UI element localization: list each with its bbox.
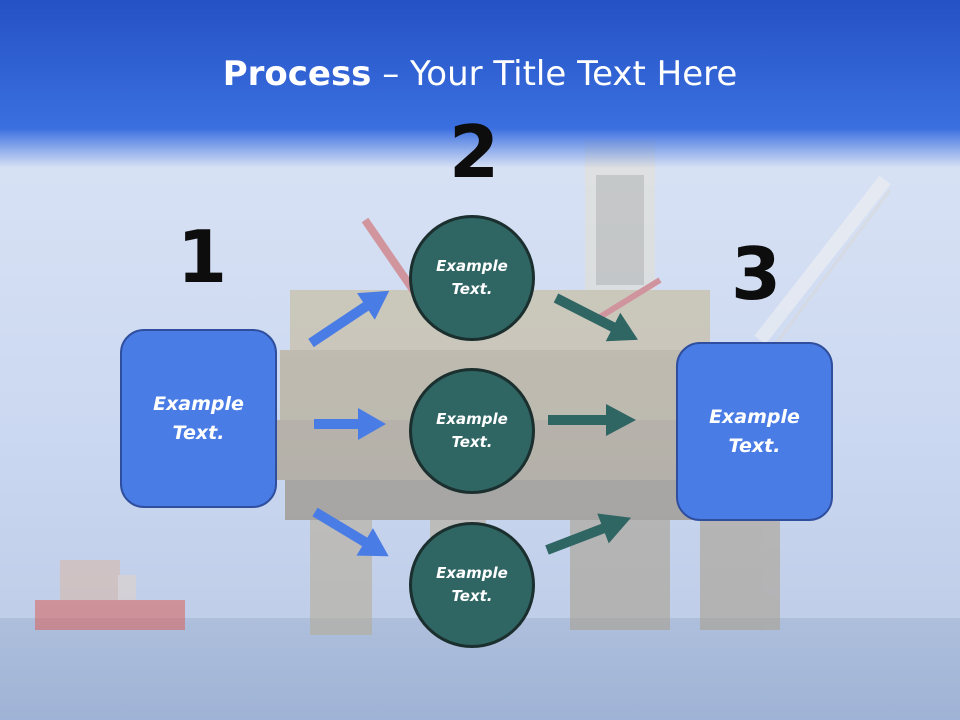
arrow-right [314, 408, 386, 440]
title-rest: – Your Title Text Here [371, 54, 738, 94]
arrow-group-teal [545, 293, 638, 555]
step-2-circle-bottom[interactable]: Example Text. [409, 522, 535, 648]
title-bold: Process [222, 54, 372, 94]
step-2-circle-top[interactable]: Example Text. [409, 215, 535, 341]
step-2-middle-label: Example Text. [436, 410, 508, 451]
step-number-2: 2 [449, 110, 500, 194]
step-number-1: 1 [177, 215, 228, 299]
arrow-right [548, 404, 636, 436]
step-2-circle-middle[interactable]: Example Text. [409, 368, 535, 494]
slide-title: Process – Your Title Text Here [0, 52, 960, 96]
arrow-down-right [312, 507, 389, 557]
step-1-box[interactable]: Example Text. [120, 329, 277, 508]
arrow-group-blue [308, 290, 390, 557]
arrow-up-right [308, 290, 390, 348]
step-2-top-label: Example Text. [436, 257, 508, 298]
arrow-down-right [553, 293, 638, 342]
step-number-3: 3 [731, 232, 782, 316]
step-3-label: Example Text. [709, 405, 800, 457]
arrow-up-right [545, 513, 632, 555]
step-2-bottom-label: Example Text. [436, 564, 508, 605]
step-1-label: Example Text. [153, 392, 244, 444]
step-3-box[interactable]: Example Text. [676, 342, 833, 521]
